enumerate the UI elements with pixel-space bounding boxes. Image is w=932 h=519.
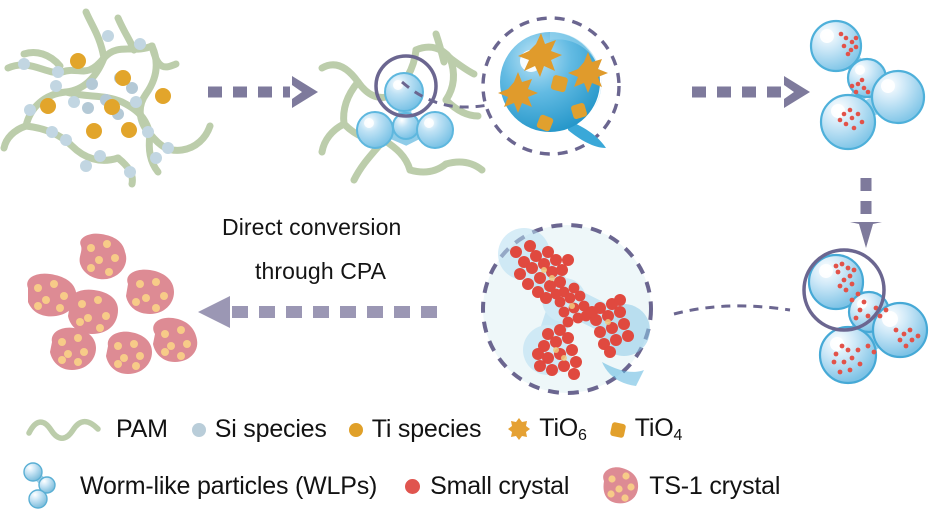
inset-leader-line	[398, 78, 508, 118]
arrow-stage3-to-stage4	[846, 176, 886, 254]
small-circle-icon	[405, 478, 421, 494]
wlp-spheres	[807, 253, 929, 385]
legend-label-tio4: TiO4	[634, 414, 683, 445]
legend-item-tio6: TiO6	[507, 414, 587, 445]
arrow-stage1-to-stage2	[206, 72, 326, 112]
si-species-on-strands	[18, 30, 174, 178]
legend-label-tio4-sub: 4	[673, 427, 683, 444]
crystal-cluster-a	[510, 240, 574, 304]
legend-item-small-crystal: Small crystal	[405, 472, 569, 501]
stage-5-ts1-crystals	[18, 232, 203, 387]
conversion-label-line-2: through CPA	[255, 258, 387, 284]
ts1-crystal-group	[27, 233, 198, 374]
wlp-spheres	[809, 19, 926, 151]
speckled-blob-icon	[599, 467, 639, 505]
zoom-indicator-circle	[802, 248, 886, 332]
crystal-highlights	[541, 267, 611, 361]
legend-item-ts1-crystal: TS-1 crystal	[599, 467, 780, 505]
stage-3-free-wlps	[806, 14, 930, 164]
crystal-cluster-d	[532, 324, 582, 380]
legend-label-tio6-sub: 6	[578, 427, 587, 444]
star-burst-icon	[507, 417, 531, 442]
legend-item-tio4: TiO4	[609, 414, 683, 445]
legend-label-pam: PAM	[116, 415, 168, 443]
small-circle-icon	[348, 422, 363, 437]
legend-label-tio6-text: TiO	[539, 414, 579, 442]
small-crystals-nucleating	[837, 31, 871, 131]
legend-label-tio6: TiO6	[539, 414, 587, 445]
small-square-icon	[609, 421, 627, 438]
stage-2-inset-zoom	[468, 12, 634, 172]
sphere-cluster-icon	[22, 462, 72, 510]
legend-item-wlp: Worm-like particles (WLPs)	[22, 462, 377, 510]
legend-item-pam: PAM	[26, 415, 168, 444]
legend-label-tio4-text: TiO	[634, 414, 674, 442]
legend-row-1: PAM Si species Ti species TiO6 TiO4	[26, 414, 682, 445]
wavy-line-icon	[26, 417, 104, 443]
zoom-indicator-circle	[374, 54, 438, 118]
pam-polymer-strands	[0, 8, 214, 188]
arrow-stage4-to-stage5	[180, 292, 450, 332]
legend-label-si-species: Si species	[214, 415, 327, 443]
legend-label-ts1-crystal: TS-1 crystal	[649, 471, 781, 500]
legend-item-si-species: Si species	[191, 415, 327, 444]
inset-leader-line-2	[672, 300, 794, 330]
legend-item-ti-species: Ti species	[348, 415, 482, 444]
small-crystals-grown	[831, 261, 921, 375]
small-circle-icon	[191, 422, 206, 437]
tio4-square-units	[536, 75, 587, 132]
stage-4-inset-zoom	[452, 222, 682, 397]
crystal-cluster-c	[586, 294, 634, 358]
stage-4-wlps-with-crystals	[790, 248, 932, 400]
arrow-stage2-to-stage3	[690, 72, 818, 112]
ti-species-particles	[40, 53, 171, 139]
legend-label-ti-species: Ti species	[371, 415, 482, 443]
conversion-label-line-1: Direct conversion	[222, 214, 402, 240]
legend-row-2: Worm-like particles (WLPs) Small crystal…	[22, 462, 780, 510]
tio6-star-units	[498, 33, 608, 113]
stage-1-pam-network	[0, 6, 215, 188]
legend-label-wlp: Worm-like particles (WLPs)	[80, 471, 378, 500]
stage-2-wlp-in-network	[318, 30, 498, 190]
legend-label-small-crystal: Small crystal	[430, 471, 570, 500]
